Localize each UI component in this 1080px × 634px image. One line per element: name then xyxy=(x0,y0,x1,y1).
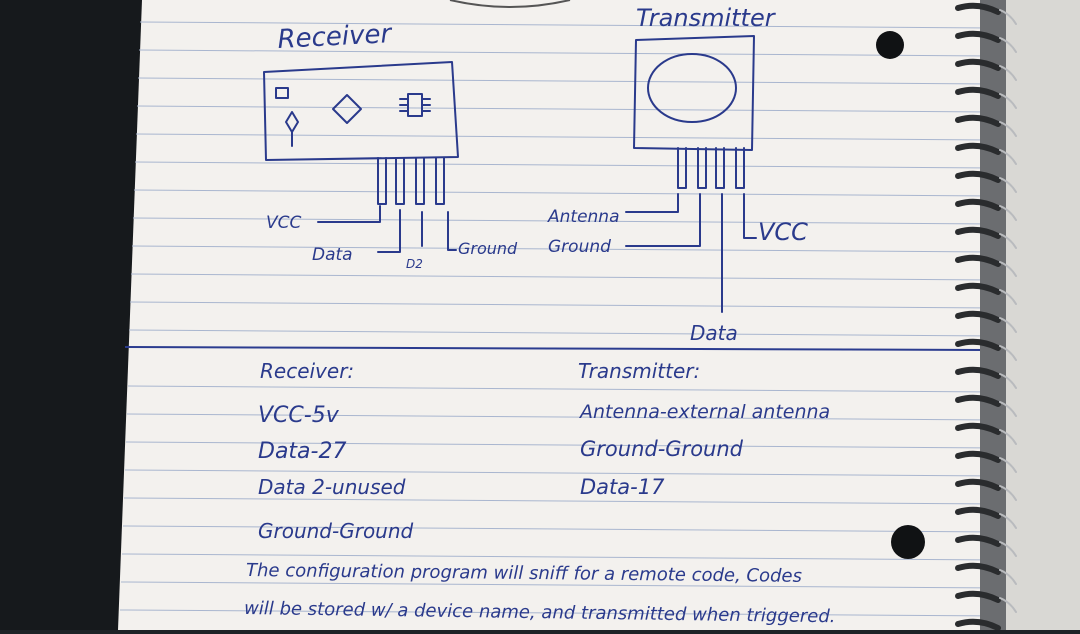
receiver-crystal-component xyxy=(285,111,299,147)
transmitter-title: Transmitter xyxy=(636,4,777,32)
transmitter-note-line: Data-17 xyxy=(580,475,665,499)
receiver-diamond-component xyxy=(332,94,362,124)
receiver-pins xyxy=(377,157,445,205)
left-shadow xyxy=(0,0,150,630)
transmitter-pins xyxy=(677,147,745,189)
transmitter-data-label: Data xyxy=(690,321,738,345)
spiral-binding xyxy=(955,0,1017,631)
next-page xyxy=(990,0,1080,630)
transmitter-note-line: Antenna-external antenna xyxy=(578,401,830,423)
transmitter-ground-label: Ground xyxy=(548,237,611,257)
receiver-title: Receiver xyxy=(277,19,394,55)
transmitter-vcc-label: VCC xyxy=(758,218,808,246)
receiver-note-line: VCC-5v xyxy=(258,403,340,428)
rule-lines xyxy=(119,21,1005,617)
receiver-note-line: Data-27 xyxy=(258,439,346,464)
transmitter-vcc-leader xyxy=(743,193,757,239)
receiver-notes-heading: Receiver: xyxy=(260,359,354,383)
punch-hole-top xyxy=(876,31,904,59)
receiver-ground-leader xyxy=(447,211,457,251)
transmitter-antenna-leader xyxy=(625,193,679,213)
transmitter-notes-heading: Transmitter: xyxy=(578,359,700,383)
divider-line xyxy=(124,346,986,351)
notebook-paper xyxy=(118,0,1005,630)
receiver-notes: Receiver: VCC-5v Data-27 Data 2-unused G… xyxy=(258,359,414,543)
transmitter-module xyxy=(633,35,755,189)
receiver-data-label: Data xyxy=(312,245,353,265)
receiver-ground-label: Ground xyxy=(458,239,518,258)
receiver-ground-note: Ground-Ground xyxy=(258,519,414,543)
transmitter-saw-resonator xyxy=(647,53,737,123)
transmitter-note-line: Ground-Ground xyxy=(580,437,744,461)
punch-hole-bottom xyxy=(891,525,925,559)
transmitter-antenna-label: Antenna xyxy=(547,207,620,227)
receiver-square-component xyxy=(275,87,289,99)
receiver-vcc-leader xyxy=(317,205,381,223)
transmitter-notes: Transmitter: Antenna-external antenna Gr… xyxy=(578,359,830,499)
transmitter-ground-leader xyxy=(625,193,701,247)
receiver-d2-label: D2 xyxy=(406,257,423,271)
receiver-module xyxy=(263,61,459,205)
receiver-note-line: Data 2-unused xyxy=(258,475,406,499)
bleed-through-mark xyxy=(449,0,571,8)
receiver-vcc-label: VCC xyxy=(266,213,301,233)
receiver-data-leader xyxy=(377,209,401,253)
